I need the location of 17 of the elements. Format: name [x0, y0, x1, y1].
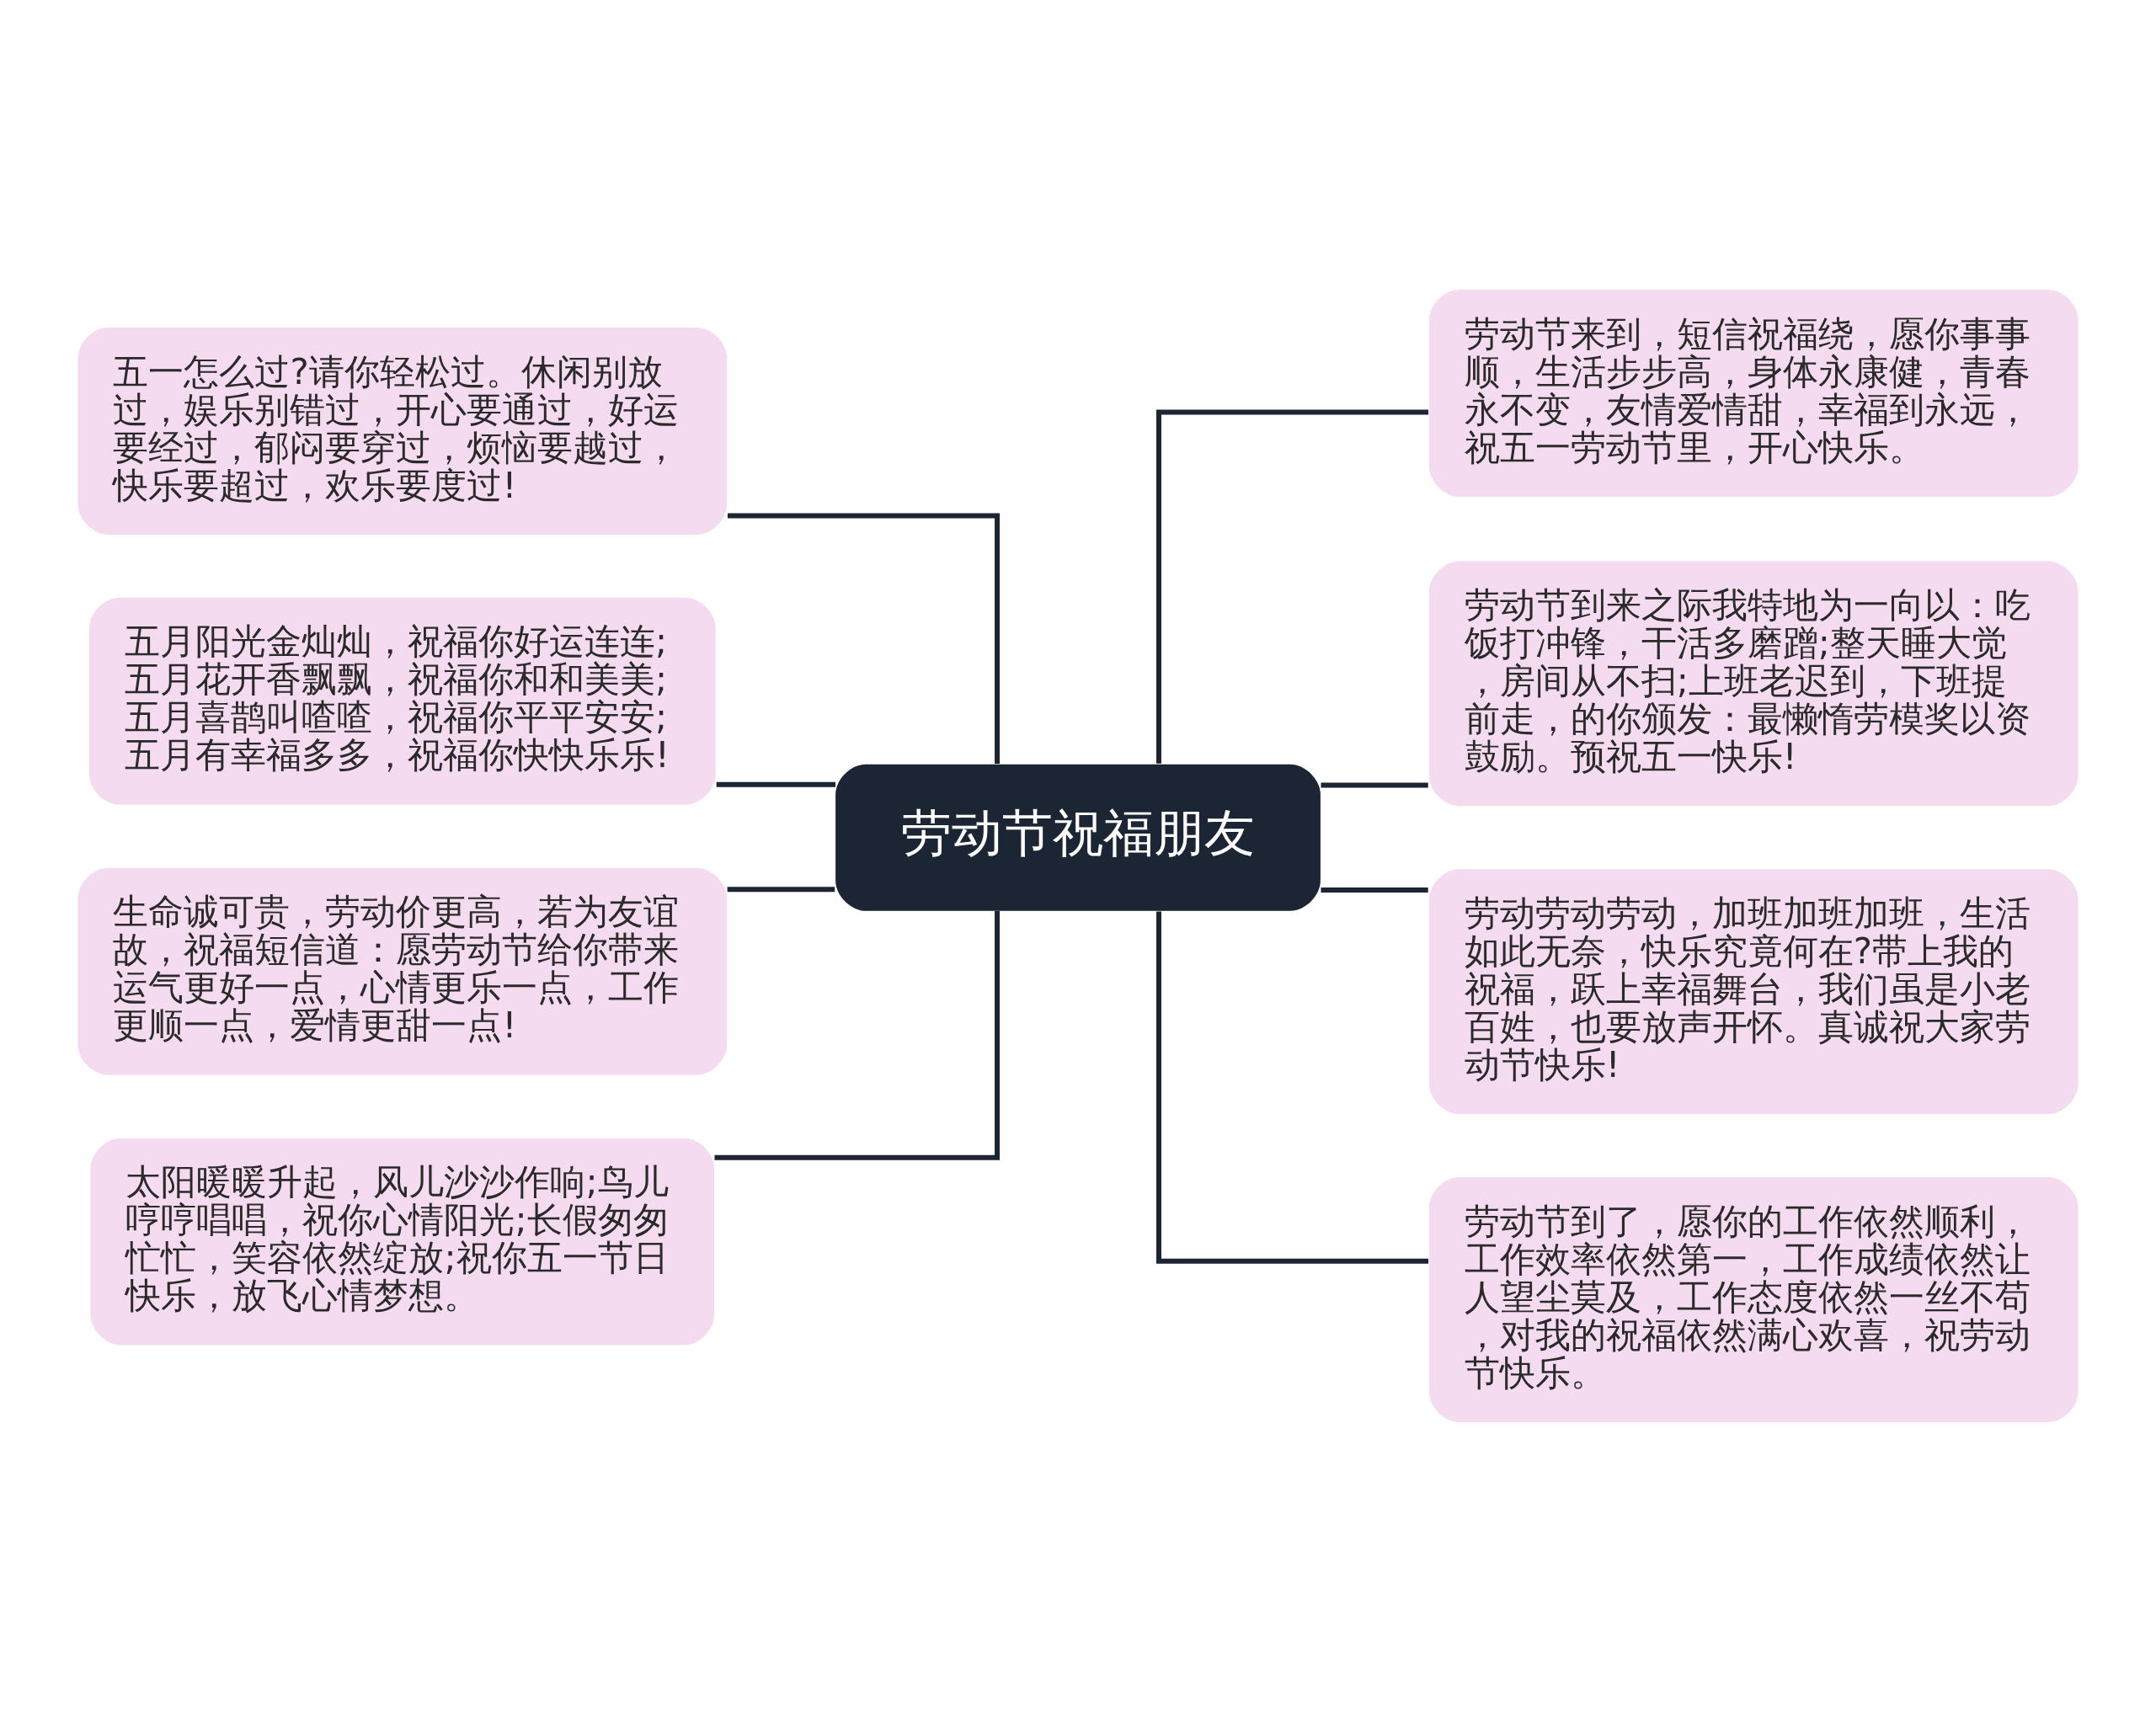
node-box: 五月阳光金灿灿，祝福你好运连连;五月花开香飘飘，祝福你和和美美;五月喜鹊叫喳喳，祝福你平平安安;五月有幸福多多，祝福你快快乐乐! — [88, 597, 716, 805]
node-box: 五一怎么过?请你轻松过。休闲别放过，娱乐别错过，开心要通过，好运要经过，郁闷要穿过，烦恼要越过，快乐要超过，欢乐要度过! — [77, 327, 728, 535]
connector — [716, 781, 835, 787]
node-box: 劳动节到了，愿你的工作依然顺利，工作效率依然第一，工作成绩依然让人望尘莫及，工作态度依然一丝不苟，对我的祝福依然满心欢喜，祝劳动节快乐。 — [1428, 1176, 2079, 1422]
node-box: 劳动节来到，短信祝福绕，愿你事事顺，生活步步高，身体永康健，青春永不变，友情爱情甜，幸福到永远，祝五一劳动节里，开心快乐。 — [1428, 289, 2079, 497]
connector — [1155, 408, 1429, 764]
connector — [714, 910, 1001, 1160]
connector — [727, 512, 1001, 764]
node-box: 生命诚可贵，劳动价更高，若为友谊故，祝福短信道：愿劳动节给你带来运气更好一点，心情更乐一点，工作更顺一点，爱情更甜一点! — [77, 867, 728, 1075]
connector — [1155, 910, 1429, 1264]
node-box: 太阳暖暖升起，风儿沙沙作响;鸟儿哼哼唱唱，祝你心情阳光;长假匆匆忙忙，笑容依然绽放;祝你五一节日快乐，放飞心情梦想。 — [90, 1138, 715, 1346]
connector — [1321, 782, 1428, 788]
node-box: 劳动节祝福朋友 — [835, 764, 1321, 911]
connector — [1321, 887, 1428, 893]
node-box: 劳动劳动劳动，加班加班加班，生活如此无奈，快乐究竟何在?带上我的祝福，跃上幸福舞台，我们虽是小老百姓，也要放声开怀。真诚祝大家劳动节快乐! — [1428, 868, 2079, 1114]
node-box: 劳动节到来之际我特地为一向以：吃饭打冲锋，干活多磨蹭;整天睡大觉，房间从不扫;上班老迟到，下班提前走，的你颁发：最懒惰劳模奖以资鼓励。预祝五一快乐! — [1428, 560, 2079, 806]
connector — [727, 886, 835, 892]
